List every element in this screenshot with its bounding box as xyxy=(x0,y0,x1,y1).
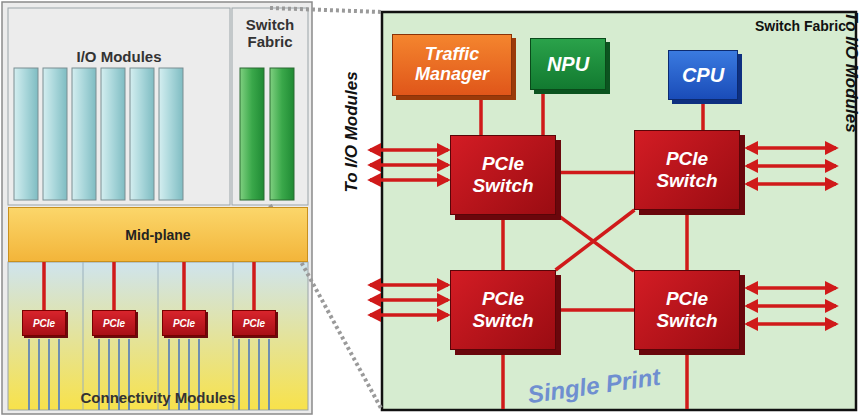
bus-connector xyxy=(556,308,634,312)
side-label: To I/O Modules xyxy=(841,11,861,132)
bus-connector xyxy=(541,90,545,135)
module-divider xyxy=(233,262,234,410)
node-text: PCIe Switch xyxy=(635,148,739,192)
node-text: I/O Modules xyxy=(76,48,161,65)
bus-connector xyxy=(556,210,635,270)
io-arrow xyxy=(370,283,448,287)
io-arrow xyxy=(747,182,836,186)
io-arrow xyxy=(747,322,836,326)
pcie-switch-box: PCIe Switch xyxy=(634,130,740,210)
cpu-box: CPU xyxy=(668,50,738,100)
node-text: Traffic Manager xyxy=(393,45,511,85)
region-fill xyxy=(382,12,856,410)
io-arrow xyxy=(370,148,448,152)
cable-line xyxy=(258,339,260,410)
node-text: PCIe xyxy=(173,318,195,329)
bus-connector xyxy=(501,215,505,270)
io-arrow xyxy=(370,313,448,317)
io-arrow xyxy=(370,298,448,302)
region-fill xyxy=(8,262,308,410)
pcie-chip: PCIe xyxy=(22,310,66,336)
node-text: Connectivity Modules xyxy=(80,389,235,406)
node-text: PCIe Switch xyxy=(451,288,555,332)
switch-fabric-panel: Switch FabricTraffic Manager NPU CPU PCIe S… xyxy=(382,12,856,410)
pcie-chip: PCIe xyxy=(92,310,136,336)
fabric-card xyxy=(240,68,264,200)
io-module-card xyxy=(130,68,154,200)
node-text: Switch Fabric xyxy=(232,16,308,51)
io-arrow xyxy=(370,163,448,167)
region-fills xyxy=(8,8,856,410)
io-arrow xyxy=(747,164,836,168)
node-text: Switch Fabric xyxy=(755,18,846,34)
node-text: PCIe xyxy=(243,318,265,329)
cable-line xyxy=(38,339,40,410)
pcie-chip: PCIe xyxy=(232,310,276,336)
node-text: CPU xyxy=(682,64,724,87)
region-fill xyxy=(232,8,308,205)
pcie-switch-box: PCIe Switch xyxy=(450,270,556,350)
npu-box: NPU xyxy=(530,38,606,90)
io-module-card xyxy=(101,68,125,200)
io-arrow xyxy=(747,146,836,150)
module-divider xyxy=(83,262,84,410)
mid-plane-band: Mid-plane xyxy=(8,207,308,262)
node-text: PCIe Switch xyxy=(451,153,555,197)
pcie-switch-box: PCIe Switch xyxy=(634,270,740,350)
cable-line xyxy=(268,339,270,410)
connectivity-bay: Connectivity Modules PCIe PCIe PCIe PCIe xyxy=(8,262,308,410)
io-arrow xyxy=(747,304,836,308)
pcie-switch-box: PCIe Switch xyxy=(450,135,556,215)
io-module-card xyxy=(14,68,38,200)
io-module-card xyxy=(72,68,96,200)
bus-connector xyxy=(479,96,483,135)
watermark: Single Print xyxy=(526,363,662,409)
cable-line xyxy=(238,339,240,410)
node-text: NPU xyxy=(547,53,589,76)
cable-line xyxy=(58,339,60,410)
cable-line xyxy=(248,339,250,410)
bus-connector xyxy=(252,262,256,310)
bus-connector xyxy=(701,100,705,130)
cable-line xyxy=(28,339,30,410)
node-text: PCIe Switch xyxy=(635,288,739,332)
switch-fabric-bay: Switch Fabric xyxy=(232,8,308,205)
pcie-chip: PCIe xyxy=(162,310,206,336)
bus-connector xyxy=(685,210,689,270)
bus-connector xyxy=(112,262,116,310)
chassis-outline xyxy=(2,2,312,414)
bus-connector xyxy=(556,171,634,175)
side-label: To I/O Modules xyxy=(342,71,362,192)
io-module-card xyxy=(43,68,67,200)
node-text: Mid-plane xyxy=(125,227,190,243)
bus-line xyxy=(501,355,505,409)
bus-connector xyxy=(182,262,186,310)
module-divider xyxy=(158,262,159,410)
cable-line xyxy=(48,339,50,410)
fabric-card xyxy=(270,68,294,200)
bus-connector xyxy=(42,262,46,310)
bus-line xyxy=(685,355,689,409)
traffic-manager-box: Traffic Manager xyxy=(392,34,512,96)
io-arrow xyxy=(370,178,448,182)
node-text: PCIe xyxy=(103,318,125,329)
io-arrow xyxy=(747,286,836,290)
node-text: PCIe xyxy=(33,318,55,329)
io-module-card xyxy=(159,68,183,200)
io-module-bay: I/O Modules xyxy=(8,8,230,205)
zoom-line xyxy=(270,8,382,12)
region-fill xyxy=(8,8,230,205)
